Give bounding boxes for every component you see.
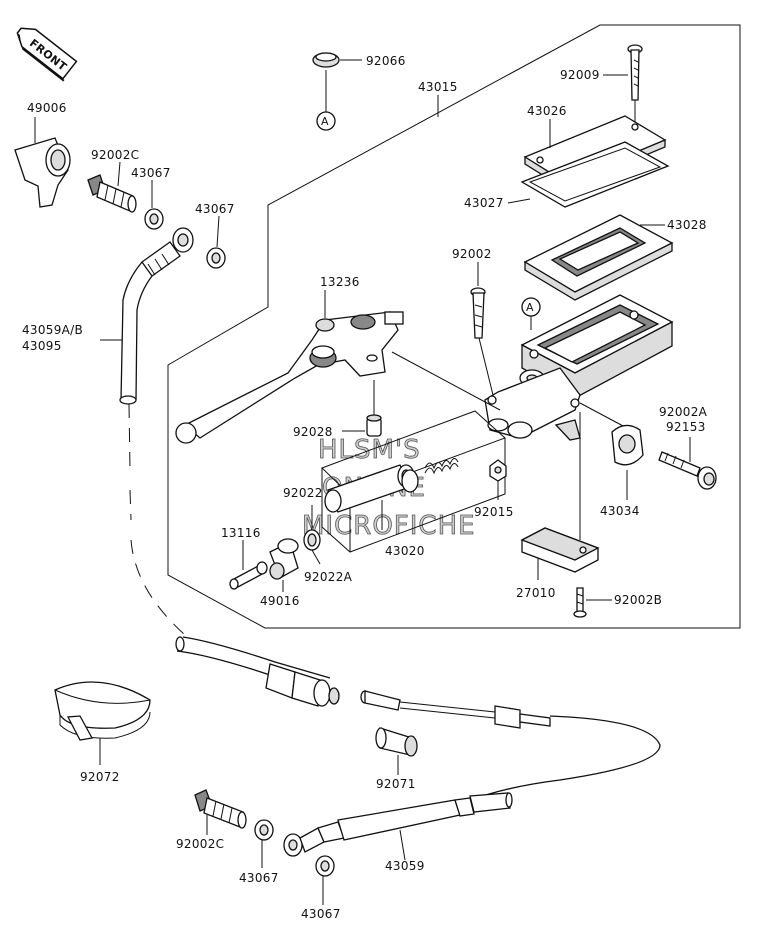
svg-text:A: A xyxy=(526,301,534,314)
front-arrow-badge: FRONT xyxy=(16,27,78,82)
part-hose-lower xyxy=(175,636,340,707)
part-49006-boot xyxy=(14,117,71,208)
part-43034-clamp xyxy=(611,424,644,500)
label-92028: 92028 xyxy=(293,425,333,439)
part-92028-pivot xyxy=(342,380,382,437)
part-92002C-bolt-bottom xyxy=(194,789,247,835)
label-92002B: 92002B xyxy=(614,593,662,607)
watermark-line-3: MICROFICHE xyxy=(302,511,476,541)
part-43067-washer-a xyxy=(144,180,164,230)
part-43059-hose xyxy=(283,792,513,861)
ref-marker-a-top: A xyxy=(316,70,336,131)
watermark-line-1: HLSM'S xyxy=(318,435,421,465)
part-92066-cap xyxy=(312,52,362,68)
master-cylinder-body xyxy=(484,294,674,441)
label-27010: 27010 xyxy=(516,586,556,600)
guide-line-2 xyxy=(579,402,626,428)
label-92002C-top: 92002C xyxy=(91,148,139,162)
label-92071: 92071 xyxy=(376,777,416,791)
part-43067-washer-b xyxy=(206,215,226,269)
part-43027-plate xyxy=(507,141,670,208)
part-92015-bleeder xyxy=(489,459,507,500)
part-92009-screw xyxy=(603,44,643,122)
part-43020-piston-kit xyxy=(324,458,459,530)
label-92022: 92022 xyxy=(283,486,323,500)
part-92002-screw xyxy=(470,262,494,396)
label-43034: 43034 xyxy=(600,504,640,518)
part-clutch-cable-upper xyxy=(360,690,661,816)
part-49016-boot xyxy=(269,538,299,592)
label-43027: 43027 xyxy=(464,196,504,210)
part-13236-lever xyxy=(175,290,404,444)
label-43059AB: 43059A/B xyxy=(22,323,83,337)
label-43067-a: 43067 xyxy=(131,166,171,180)
label-43026: 43026 xyxy=(527,104,567,118)
part-92071-sleeve xyxy=(375,727,418,775)
part-92072-band xyxy=(54,681,151,765)
label-43095: 43095 xyxy=(22,339,62,353)
svg-text:A: A xyxy=(321,115,329,128)
label-92002A: 92002A xyxy=(659,405,708,419)
label-92002C-bottom: 92002C xyxy=(176,837,224,851)
label-92015: 92015 xyxy=(474,505,514,519)
part-27010-switch xyxy=(520,527,600,580)
part-43059AB-hose xyxy=(100,227,194,636)
ref-marker-a-reservoir: A xyxy=(521,297,541,330)
label-43067-b: 43067 xyxy=(195,202,235,216)
label-43059: 43059 xyxy=(385,859,425,873)
part-43028-diaphragm xyxy=(523,214,674,301)
label-92072: 92072 xyxy=(80,770,120,784)
part-92002C-bolt-top xyxy=(87,161,137,213)
part-43067-washer-c xyxy=(254,819,274,868)
label-92022A: 92022A xyxy=(304,570,353,584)
label-43067-d: 43067 xyxy=(301,907,341,921)
guide-line xyxy=(391,351,501,411)
label-92153: 92153 xyxy=(666,420,706,434)
label-92009: 92009 xyxy=(560,68,600,82)
part-92022-circlip xyxy=(303,505,321,565)
label-49016: 49016 xyxy=(260,594,300,608)
label-43020: 43020 xyxy=(385,544,425,558)
label-92066: 92066 xyxy=(366,54,406,68)
part-92153-bolt xyxy=(658,437,717,490)
label-92002: 92002 xyxy=(452,247,492,261)
label-43067-c: 43067 xyxy=(239,871,279,885)
label-13116: 13116 xyxy=(221,526,261,540)
label-43028: 43028 xyxy=(667,218,707,232)
assembly-outline xyxy=(167,24,741,629)
label-43015: 43015 xyxy=(418,80,458,94)
part-43067-washer-d xyxy=(315,855,335,905)
part-13116-pushrod xyxy=(229,540,268,590)
label-13236: 13236 xyxy=(320,275,360,289)
label-49006: 49006 xyxy=(27,101,67,115)
part-92002B-screw xyxy=(573,587,612,618)
